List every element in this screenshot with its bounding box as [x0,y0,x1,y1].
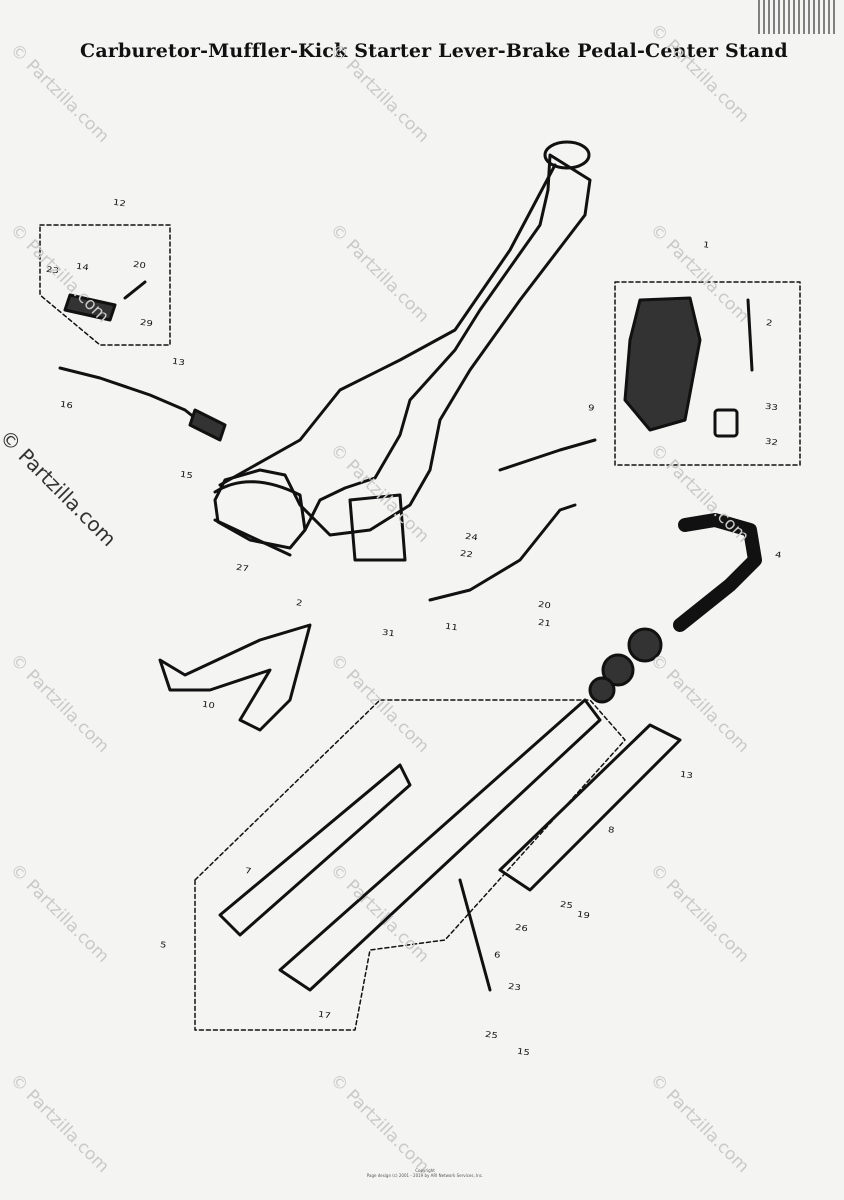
diagram-title: Carburetor-Muffler-Kick Starter Lever-Br… [80,40,788,62]
callout-20: 20 [537,600,552,611]
frame-rear-fender [213,480,307,532]
callout-13-guard: 13 [679,770,694,781]
callout-26: 26 [514,923,529,934]
muffler-box [194,699,626,1031]
brake-pedal [428,503,577,602]
copyright-line-2: Page design (c) 2001 - 2019 by ARI Netwo… [366,1173,484,1178]
center-stand [158,623,312,732]
callout-20-kick: 20 [132,260,147,271]
callout-23-low: 23 [507,982,522,993]
muffler-body [278,698,602,992]
carb-float-chamber [713,408,739,438]
callout-15-kick: 15 [179,470,194,481]
carburetor-box [614,281,801,466]
exhaust-pipe [673,513,762,632]
callout-33: 33 [764,402,779,413]
callout-4: 4 [774,550,782,561]
callout-6: 6 [493,950,501,961]
callout-8: 8 [607,825,615,836]
carburetor-body [623,296,702,432]
pipe-gasket-b [601,653,635,687]
callout-10: 10 [201,700,216,711]
callout-19: 19 [576,910,591,921]
callout-16: 16 [59,400,74,411]
callout-31: 31 [381,628,396,639]
frame-bracket [348,493,407,562]
callout-15-low: 15 [516,1047,531,1058]
callout-2-carb: 2 [765,318,773,329]
callout-17: 17 [317,1010,332,1021]
callout-7: 7 [244,866,252,877]
muffler-baffle-7 [218,763,412,937]
callout-2-stand: 2 [295,598,303,609]
callout-23-kick: 23 [45,265,60,276]
callout-22: 22 [459,549,474,560]
carb-pin [746,298,754,372]
frame-outline [213,153,592,550]
callout-25-right: 25 [559,900,574,911]
copyright-line-1: Copyright [415,1168,435,1173]
brake-rod-9 [498,438,597,472]
pipe-gasket-a [627,627,663,663]
callout-21: 21 [537,618,552,629]
frame-clip-27 [213,518,292,557]
callout-9: 9 [587,403,595,414]
muffler-stay-6 [458,878,492,992]
callout-25-low: 25 [484,1030,499,1041]
callout-14: 14 [75,262,90,273]
kick-pedal [188,408,227,442]
callout-5: 5 [159,940,167,951]
callout-1: 1 [702,240,710,251]
muffler-guard-8 [498,723,682,892]
callout-13-kick: 13 [171,357,186,368]
scan-corner-mark [758,0,838,34]
callout-11: 11 [444,622,459,633]
copyright-notice: Copyright Page design (c) 2001 - 2019 by… [360,1168,490,1178]
callout-12: 12 [112,198,127,209]
kick-rubber [63,293,117,322]
pipe-gasket-c [588,676,616,704]
frame-head-tube [543,140,591,170]
callout-32: 32 [764,437,779,448]
kick-starter-lever [58,366,212,432]
callout-27: 27 [235,563,250,574]
callout-24: 24 [464,532,479,543]
callout-29: 29 [139,318,154,329]
kick-bolt [123,280,147,300]
kick-starter-box [39,224,171,346]
frame-backbone [218,163,557,487]
